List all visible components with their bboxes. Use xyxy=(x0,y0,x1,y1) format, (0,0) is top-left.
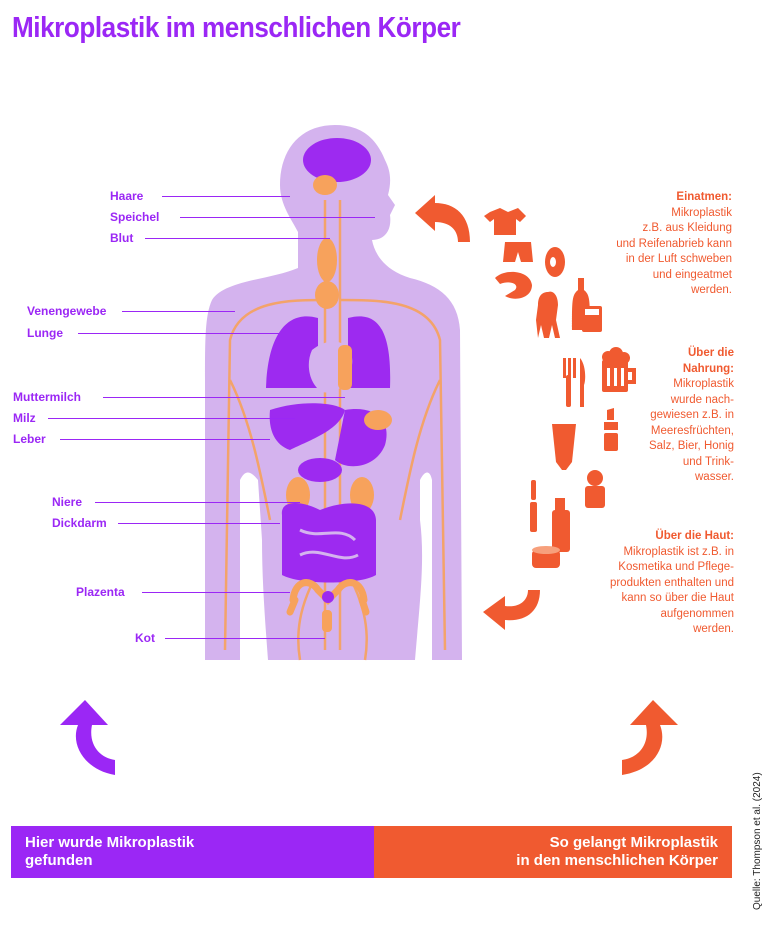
pathway-line: produkten enthalten und xyxy=(609,576,734,589)
label-muttermilch: Muttermilch xyxy=(13,390,82,404)
leader-line xyxy=(165,638,325,639)
leader-line xyxy=(78,333,280,334)
pathway-line: wasser. xyxy=(695,471,734,483)
leader-line xyxy=(162,196,290,197)
pathway-nahrung: Über die Nahrung: Mikroplastik wurde nac… xyxy=(649,346,734,486)
pathway-heading: Nahrung: xyxy=(682,362,734,375)
fork-knife-icon xyxy=(563,358,586,407)
pathway-line: Mikroplastik xyxy=(673,378,734,390)
leader-line xyxy=(145,238,330,239)
source-credit: Quelle: Thompson et al. (2024) xyxy=(752,772,763,910)
mascara-icon xyxy=(530,480,537,532)
tape-roll-icon xyxy=(545,247,565,277)
label-milz: Milz xyxy=(13,411,36,425)
squid-icon xyxy=(536,291,560,338)
label-dickdarm: Dickdarm xyxy=(52,516,107,530)
leader-line xyxy=(95,502,300,503)
intestine xyxy=(281,503,376,583)
pathway-line: Meeresfrüchten, xyxy=(650,424,734,437)
pathway-haut: Über die Haut: Mikroplastik ist z.B. in … xyxy=(610,529,734,638)
pathway-heading: Einatmen: xyxy=(676,191,732,203)
cream-jar-icon xyxy=(532,546,560,568)
label-plazenta: Plazenta xyxy=(76,585,125,599)
pathway-line: Mikroplastik xyxy=(671,206,732,219)
pathway-line: Kosmetika und Pflege- xyxy=(618,561,734,573)
beer-mug-icon xyxy=(602,347,636,392)
pathway-line: Salz, Bier, Honig xyxy=(648,440,734,452)
page-title: Mikroplastik im menschlichen Körper xyxy=(12,12,461,44)
label-haare: Haare xyxy=(110,189,144,203)
bottle-glass-icon xyxy=(572,278,602,332)
spray-bottle-icon xyxy=(552,498,570,552)
pathway-line: in der Luft schweben xyxy=(625,253,732,265)
pathway-line: und Reifenabrieb kann xyxy=(616,237,732,250)
curved-arrow-up-purple-icon xyxy=(60,700,115,775)
label-lunge: Lunge xyxy=(27,326,63,340)
pathway-line: z.B. aus Kleidung xyxy=(642,222,732,234)
curved-arrow-left-icon xyxy=(415,195,470,242)
leader-line xyxy=(103,397,345,398)
legend-found: Hier wurde Mikroplastik gefunden xyxy=(11,826,374,878)
curved-arrow-down-left-icon xyxy=(483,590,540,630)
tshirt-icon xyxy=(484,208,526,235)
legend-found-line: gefunden xyxy=(25,852,93,869)
legend-entry: So gelangt Mikroplastik in den menschlic… xyxy=(374,826,732,878)
lungs xyxy=(266,316,391,388)
shorts-icon xyxy=(503,242,533,262)
brain xyxy=(303,138,371,182)
label-niere: Niere xyxy=(52,495,83,509)
label-venengewebe: Venengewebe xyxy=(27,304,107,318)
pathway-line: und eingeatmet xyxy=(652,268,732,281)
deodorant-icon xyxy=(585,470,605,508)
pathway-line: aufgenommen xyxy=(660,607,734,620)
label-speichel: Speichel xyxy=(110,210,160,224)
shrimp-icon xyxy=(495,271,532,299)
pathway-line: kann so über die Haut xyxy=(621,592,734,604)
body-silhouette xyxy=(205,125,462,660)
pathway-einatmen: Einatmen: Mikroplastik z.B. aus Kleidung… xyxy=(616,190,732,299)
pathway-heading: Über die xyxy=(687,347,734,359)
curved-arrow-up-orange-icon xyxy=(622,700,678,775)
legend-entry-line: in den menschlichen Körper xyxy=(516,852,718,869)
pathway-line: und Trink- xyxy=(682,455,734,468)
leader-line xyxy=(180,217,375,218)
pathway-line: werden. xyxy=(693,623,734,635)
pathway-line: werden. xyxy=(691,284,732,296)
leader-line xyxy=(48,418,295,419)
pathway-line: gewiesen z.B. in xyxy=(650,409,734,421)
leader-line xyxy=(142,592,290,593)
cream-tube-icon xyxy=(552,424,576,470)
thyroid xyxy=(317,238,337,282)
pathway-heading: Über die Haut: xyxy=(655,530,734,542)
label-leber: Leber xyxy=(13,432,46,446)
leader-line xyxy=(118,523,280,524)
legend-entry-line: So gelangt Mikroplastik xyxy=(549,834,718,851)
spleen xyxy=(364,410,392,430)
legend-found-line: Hier wurde Mikroplastik xyxy=(25,834,195,851)
label-blut: Blut xyxy=(110,231,134,245)
leader-line xyxy=(122,311,235,312)
liver xyxy=(269,403,345,450)
pathway-line: Mikroplastik ist z.B. in xyxy=(623,545,734,558)
label-kot: Kot xyxy=(135,631,155,645)
pathway-line: wurde nach- xyxy=(670,393,734,406)
leader-line xyxy=(60,439,270,440)
lipstick-icon xyxy=(604,408,618,451)
